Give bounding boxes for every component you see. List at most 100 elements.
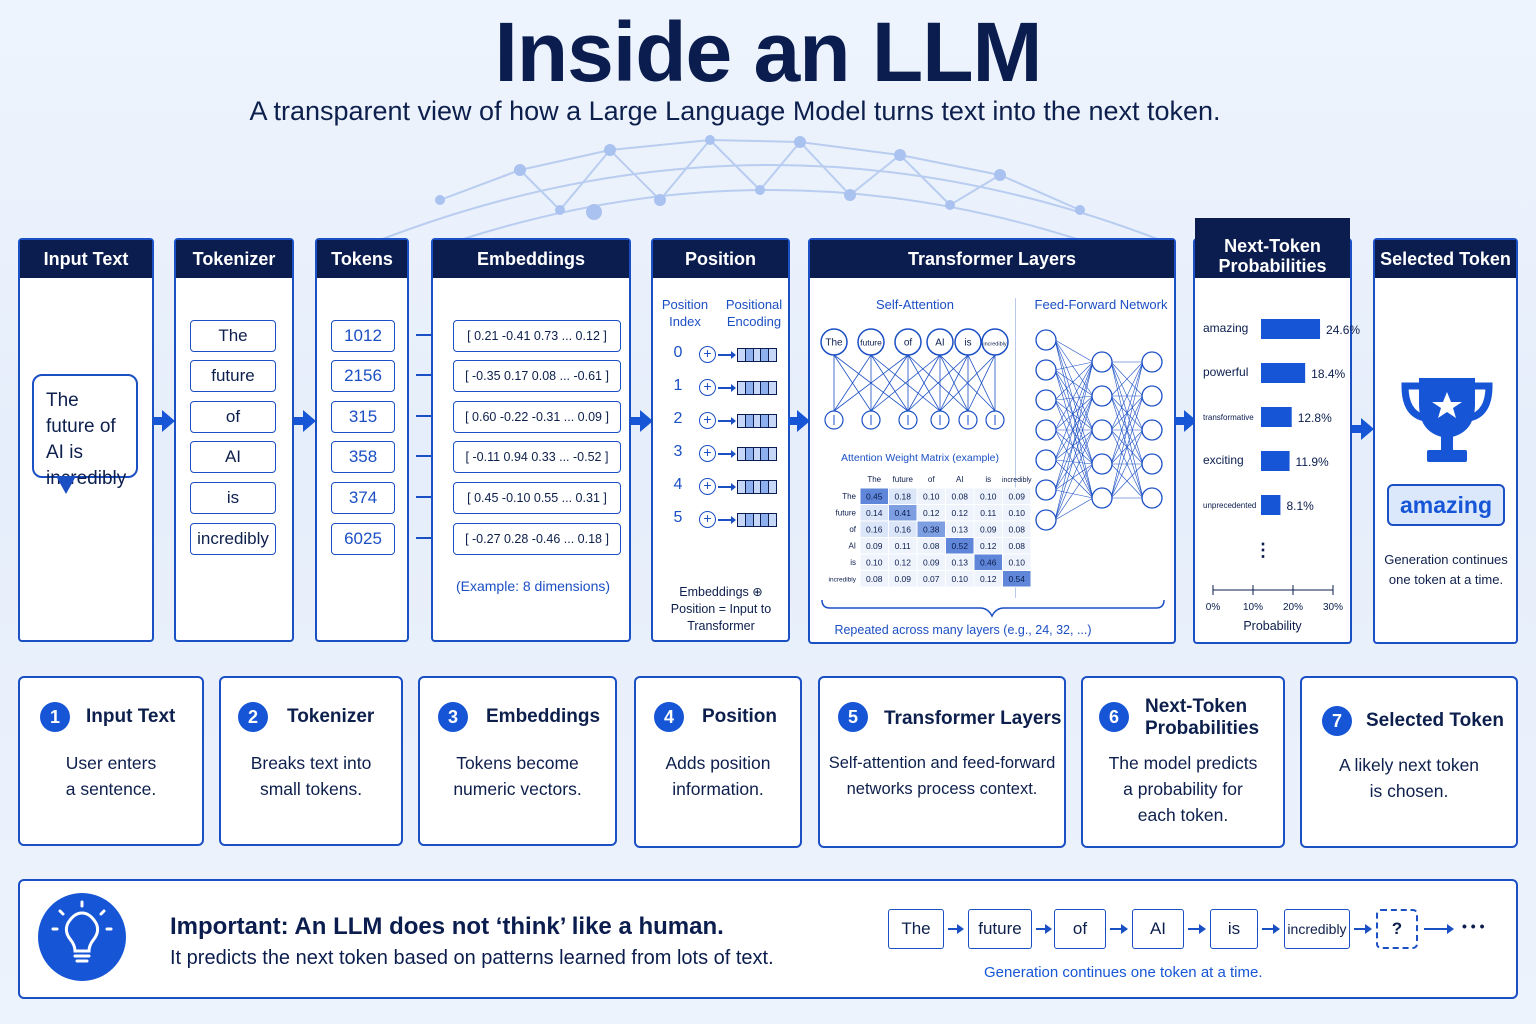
arrow-icon (718, 516, 736, 523)
important-note-box: Important: An LLM does not ‘think’ like … (18, 879, 1518, 999)
plus-icon: + (699, 346, 716, 363)
bar-category-label: powerful (1203, 365, 1248, 379)
token-id-box: 6025 (331, 523, 395, 555)
transformer-header: Transformer Layers (810, 240, 1174, 278)
matrix-cell-value: 0.08 (866, 574, 883, 584)
ffn-edge (1054, 339, 1094, 499)
attention-edge (907, 354, 941, 412)
token-id-box: 1012 (331, 320, 395, 352)
matrix-cell-value: 0.10 (866, 558, 883, 568)
ffn-edge (1054, 459, 1094, 499)
matrix-col-label: AI (956, 475, 964, 484)
repeat-layers-note: Repeated across many layers (e.g., 24, 3… (834, 623, 1092, 637)
tokens-panel: Tokens 1012 2156 315 358 374 6025 (315, 238, 409, 642)
step-desc-line: a probability for (1123, 779, 1243, 799)
matrix-cell-value: 0.09 (980, 525, 997, 535)
attention-token-node (857, 328, 885, 356)
position-header: Position (653, 240, 788, 278)
input-text-header: Input Text (20, 240, 152, 278)
note-body: It predicts the next token based on patt… (170, 947, 774, 969)
matrix-cell-value: 0.08 (923, 541, 940, 551)
ffn-edge (1054, 369, 1094, 465)
ffn-edge (1054, 395, 1094, 431)
step-title: Position (702, 706, 777, 727)
encoding-vector-icon (737, 414, 777, 428)
ffn-edge (1110, 395, 1144, 499)
bar-value-label: 18.4% (1311, 367, 1345, 381)
bar-category-label: exciting (1203, 453, 1244, 467)
step-card-5: 5 Transformer Layers Self-attention and … (818, 676, 1066, 848)
probability-bar (1261, 363, 1306, 383)
ffn-edge (1054, 339, 1094, 465)
attention-edge (870, 354, 909, 412)
step-desc-line: A likely next token (1338, 755, 1480, 775)
sequence-arrow-icon (948, 925, 964, 933)
layers-brace (821, 599, 1165, 618)
encoding-vector-icon (737, 381, 777, 395)
embedding-vector: [ -0.11 0.94 0.33 ... -0.52 ] (453, 441, 621, 473)
matrix-row-label: incredibly (829, 577, 857, 584)
sequence-arrow-icon (1354, 925, 1372, 933)
attention-token-node (894, 328, 922, 356)
matrix-cell-value: 0.18 (894, 492, 911, 502)
ffn-edge (1054, 395, 1094, 461)
probability-bar (1261, 319, 1321, 339)
matrix-cell-value: 0.09 (866, 541, 883, 551)
attention-token-label: AI (935, 338, 944, 349)
ffn-neuron (1035, 419, 1057, 441)
matrix-cell-value: 0.12 (894, 558, 911, 568)
ffn-edge (1054, 429, 1094, 491)
arrow-icon (718, 483, 736, 490)
selected-token-panel: Selected Token amazing Generation contin… (1373, 238, 1518, 644)
token-text-box: incredibly (190, 523, 276, 555)
sequence-token: The (888, 909, 944, 949)
probabilities-header: Next-Token Probabilities (1195, 218, 1350, 278)
bar-value-label: 8.1% (1286, 499, 1314, 513)
ffn-edge (1054, 369, 1094, 499)
ffn-edge (1054, 497, 1094, 521)
ffn-neuron (1035, 389, 1057, 411)
matrix-cell-value: 0.08 (1008, 541, 1025, 551)
attention-token-label: of (904, 338, 913, 349)
sequence-arrow-icon (1036, 925, 1052, 933)
ffn-neuron (1091, 351, 1113, 373)
token-text-box: The (190, 320, 276, 352)
flow-arrow-icon (294, 410, 316, 432)
attention-token-node (820, 328, 848, 356)
ffn-neuron (1091, 385, 1113, 407)
attention-edge (939, 354, 996, 412)
step-desc-line: each token. (1137, 805, 1229, 825)
ffn-edge (1054, 489, 1094, 499)
positional-encoding-label: Positional Encoding (725, 297, 783, 329)
ffn-edge (1054, 339, 1094, 431)
ellipsis-icon: • • • (1462, 918, 1485, 934)
ffn-edge (1054, 361, 1094, 371)
matrix-cell-value: 0.13 (951, 558, 968, 568)
section-divider (1015, 298, 1016, 598)
feed-forward-label: Feed-Forward Network (1034, 297, 1168, 312)
page-subtitle: A transparent view of how a Large Langua… (249, 96, 1221, 126)
network-background-graphic (379, 135, 1161, 241)
matrix-cell-value: 0.13 (951, 525, 968, 535)
step-desc-line: a sentence. (65, 779, 157, 799)
sequence-arrow-icon (1188, 925, 1206, 933)
position-panel: Position Position Index Positional Encod… (651, 238, 790, 642)
sequence-token: AI (1132, 909, 1184, 949)
matrix-cell-value: 0.52 (951, 541, 968, 551)
step-desc-line: Adds position (665, 753, 771, 773)
trophy-icon (1401, 378, 1493, 462)
ffn-edge (1110, 361, 1144, 499)
token-text-box: of (190, 401, 276, 433)
step-number-badge: 4 (654, 702, 684, 732)
embedding-dimension-note: (Example: 8 dimensions) (455, 578, 611, 594)
matrix-cell-value: 0.12 (980, 574, 997, 584)
bar-category-label: transformative (1203, 413, 1254, 422)
sequence-arrow-icon (1110, 925, 1128, 933)
embedding-vector: [ 0.45 -0.10 0.55 ... 0.31 ] (453, 482, 621, 514)
ffn-edge (1054, 429, 1094, 499)
